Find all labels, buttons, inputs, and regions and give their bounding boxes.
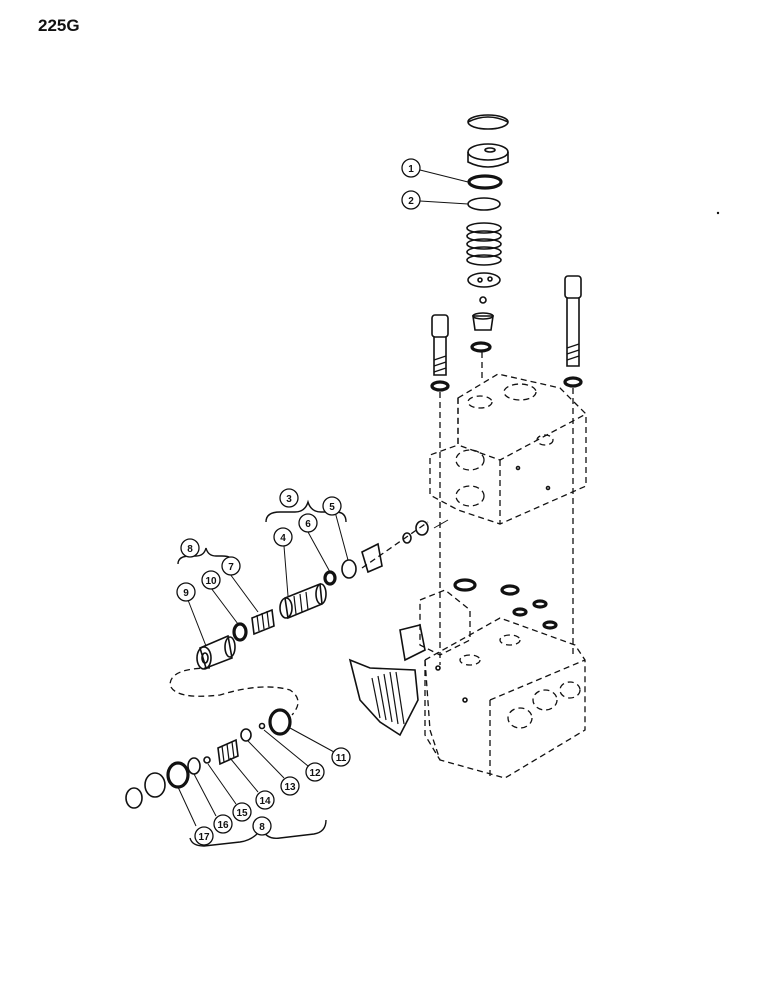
leader-lines <box>177 169 469 827</box>
seat-o-ring <box>470 341 492 353</box>
svg-text:16: 16 <box>217 820 229 831</box>
svg-text:9: 9 <box>183 588 189 599</box>
svg-text:7: 7 <box>228 562 234 573</box>
svg-text:10: 10 <box>205 576 217 587</box>
svg-text:6: 6 <box>305 519 311 530</box>
svg-text:1: 1 <box>408 164 414 175</box>
cap-body <box>467 152 509 168</box>
callout-7: 7 <box>221 556 241 576</box>
callout-4: 4 <box>273 527 293 547</box>
callout-5: 5 <box>322 496 342 516</box>
upper-valve-body <box>429 373 587 525</box>
callout-1: 1 <box>401 158 421 178</box>
svg-text:2: 2 <box>408 196 414 207</box>
svg-text:8: 8 <box>187 544 193 555</box>
bolt-left <box>430 314 450 392</box>
part-10-ring <box>232 622 248 642</box>
scan-speck <box>716 211 720 215</box>
lower-valve-body <box>348 578 586 779</box>
part-5-ring <box>341 559 357 579</box>
top-parts-stack <box>466 114 509 353</box>
callout-3: 3 <box>279 488 299 508</box>
spring-part <box>466 222 502 266</box>
poppet-seat-part <box>472 315 494 331</box>
assembly-loop <box>169 667 299 716</box>
ball-part <box>479 296 487 304</box>
callout-14: 14 <box>255 790 275 810</box>
bolt-right <box>563 275 583 388</box>
callout-13: 13 <box>280 776 300 796</box>
cap-hole <box>484 147 496 153</box>
backup-ring-2 <box>467 197 501 211</box>
callout-17: 17 <box>194 826 214 846</box>
callout-2: 2 <box>401 190 421 210</box>
callout-8-lower: 8 <box>252 816 272 836</box>
svg-text:4: 4 <box>280 533 286 544</box>
spring-seat-part <box>467 272 501 288</box>
callout-6: 6 <box>298 513 318 533</box>
svg-text:12: 12 <box>309 768 321 779</box>
svg-text:13: 13 <box>284 782 296 793</box>
snap-ring-gap <box>467 116 509 123</box>
svg-text:14: 14 <box>259 796 271 807</box>
part-4-body <box>279 582 327 620</box>
callout-15: 15 <box>232 802 252 822</box>
callout-9: 9 <box>176 582 196 602</box>
part-7-spring <box>251 608 275 636</box>
callout-12: 12 <box>305 762 325 782</box>
o-ring-1 <box>467 174 503 190</box>
spool-assembly <box>196 520 429 670</box>
page-label: 225G <box>38 16 80 35</box>
svg-text:17: 17 <box>198 832 210 843</box>
part-14-spring <box>217 738 239 766</box>
bracket-8-upper <box>177 547 235 565</box>
callout-10: 10 <box>201 570 221 590</box>
alignment-lines <box>361 352 574 665</box>
svg-text:3: 3 <box>286 494 292 505</box>
lever-splines <box>371 671 405 725</box>
svg-text:15: 15 <box>236 808 248 819</box>
part-9-plug <box>196 634 236 670</box>
callouts: 1 2 3 4 5 6 7 8 9 10 11 12 13 14 15 16 1… <box>176 158 421 846</box>
lower-spool-assembly <box>125 708 292 809</box>
svg-text:8: 8 <box>259 822 265 833</box>
part-6-ring <box>323 570 337 586</box>
svg-text:11: 11 <box>336 753 347 764</box>
svg-text:5: 5 <box>329 502 335 513</box>
callout-8-upper: 8 <box>180 538 200 558</box>
callout-11: 11 <box>331 747 351 767</box>
bracket-3 <box>265 499 347 523</box>
callout-16: 16 <box>213 814 233 834</box>
